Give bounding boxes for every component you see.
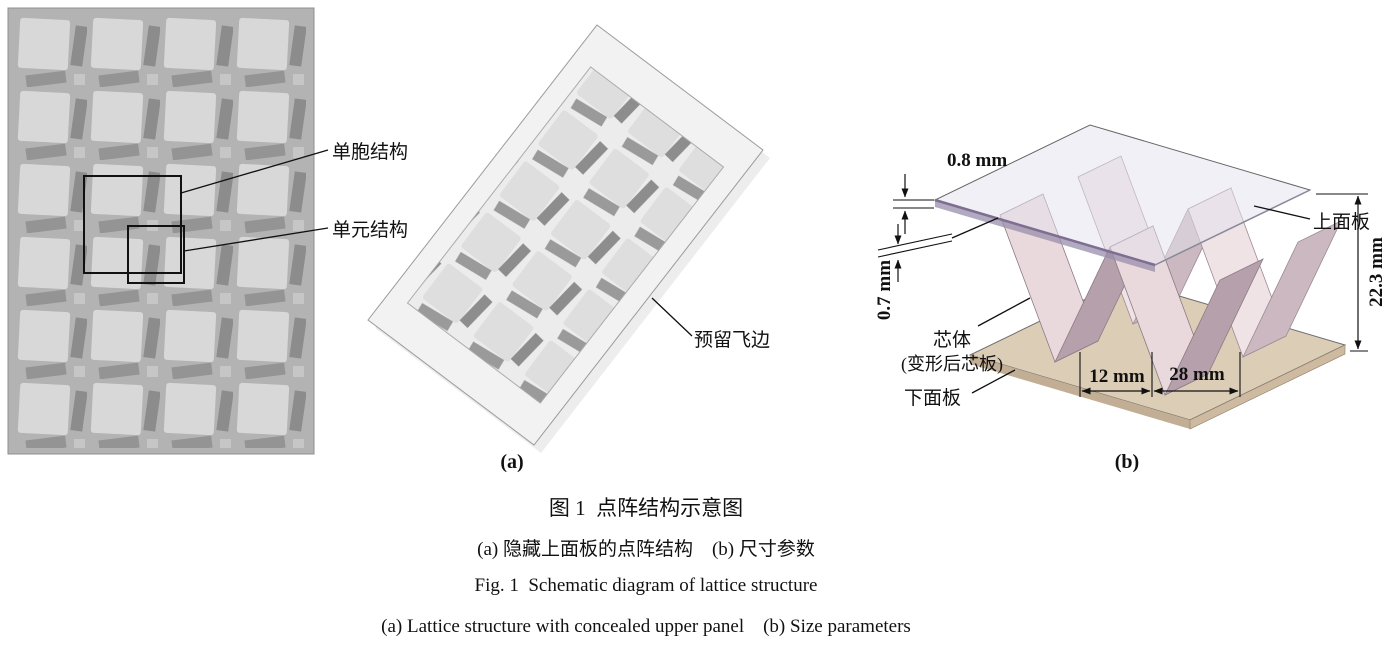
flash-leader-line	[651, 297, 693, 337]
upper-panel-top-face	[933, 124, 1312, 266]
upper-panel-front-face	[935, 200, 1155, 272]
caption-cn-sub: (a) 隐藏上面板的点阵结构 (b) 尺寸参数	[477, 539, 815, 560]
core-ribbon	[1242, 220, 1342, 358]
dim-total-height-label: 22.3 mm	[1366, 237, 1387, 307]
lattice-top-view-pattern	[14, 14, 308, 448]
dim-12mm-label: 12 mm	[1089, 366, 1145, 387]
unit-cell-outline	[83, 175, 182, 274]
dim-total-height: 22.3 mm	[1316, 193, 1387, 352]
core-sublabel: (变形后芯板)	[901, 354, 1003, 375]
upper-panel-callout: 上面板	[1253, 205, 1370, 233]
panel-a-tag: (a)	[500, 451, 523, 473]
size-parameter-view: 0.8 mm 0.7 mm 芯体 (变形后芯板) 下面板 上面板	[874, 124, 1387, 430]
unit-cell-label: 单胞结构	[332, 141, 408, 163]
lattice-top-view: 单胞结构 单元结构	[7, 7, 408, 455]
upper-panel-front-edge	[934, 198, 1156, 267]
upper-panel-right-edge	[1154, 189, 1311, 266]
flash-label: 预留飞边	[694, 329, 770, 351]
caption-cn-title: 图 1 点阵结构示意图	[548, 496, 744, 520]
caption-en-title: Fig. 1 Schematic diagram of lattice stru…	[474, 575, 818, 596]
dim-core-thickness-label: 0.7 mm	[874, 260, 895, 320]
unit-cell-leader-line	[180, 149, 329, 194]
lower-panel-callout: 下面板	[904, 369, 1016, 409]
element-label: 单元结构	[332, 219, 408, 241]
dim-core-thickness: 0.7 mm	[874, 217, 999, 320]
core-callout: 芯体 (变形后芯板)	[901, 297, 1031, 375]
core-label: 芯体	[933, 329, 971, 351]
dim-spacing: 12 mm 28 mm	[1079, 352, 1241, 397]
dim-28mm-label: 28 mm	[1169, 364, 1225, 385]
iso-lattice-pattern	[406, 66, 725, 404]
dim-upper-thickness-label: 0.8 mm	[947, 150, 1007, 171]
panel-b-tag: (b)	[1115, 451, 1139, 473]
caption-en-sub: (a) Lattice structure with concealed upp…	[381, 616, 911, 637]
dim-upper-thickness: 0.8 mm	[893, 150, 1007, 234]
upper-panel-label: 上面板	[1313, 211, 1370, 233]
core-ribbon	[1164, 258, 1264, 396]
element-outline	[127, 225, 185, 284]
lattice-iso-view: 预留飞边	[367, 24, 770, 453]
lower-panel-right-face	[1189, 344, 1346, 430]
lower-panel-label: 下面板	[904, 387, 961, 409]
element-leader-line	[183, 227, 329, 252]
